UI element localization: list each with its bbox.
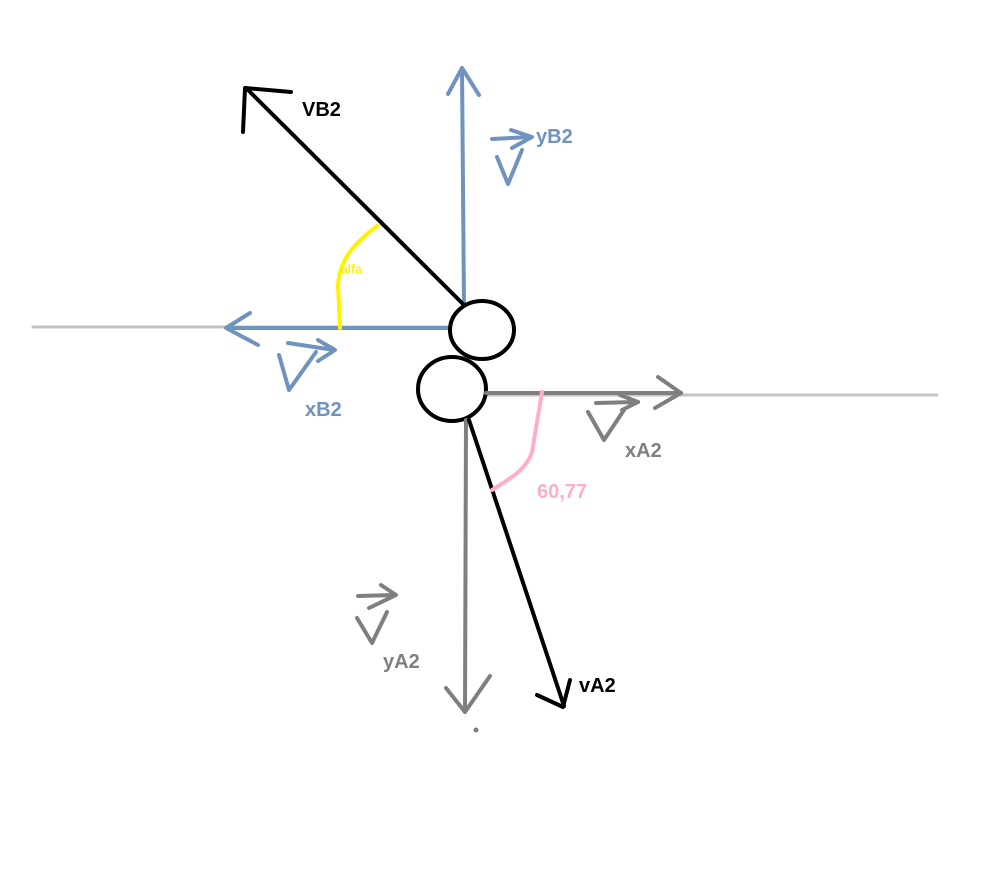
xa2-vector-arrow bbox=[484, 375, 683, 410]
xa2-label: xA2 bbox=[625, 440, 662, 462]
xb2-label: xB2 bbox=[305, 399, 342, 421]
yb2-label: yB2 bbox=[536, 126, 573, 148]
ya2-vector-arrow bbox=[444, 418, 492, 714]
va2-label: vA2 bbox=[579, 675, 616, 697]
alfa-label: alfa bbox=[341, 262, 362, 276]
stray-dot bbox=[473, 727, 479, 733]
ball-b bbox=[448, 299, 516, 361]
angle-value-label: 60,77 bbox=[537, 481, 587, 503]
yb2-vector-notation-icon bbox=[490, 128, 534, 186]
alfa-angle-arc bbox=[336, 224, 379, 330]
vb2-label: VB2 bbox=[302, 99, 341, 121]
ball-a bbox=[416, 355, 488, 423]
xa2-vector-notation-icon bbox=[586, 393, 640, 442]
va2-vector-arrow bbox=[467, 418, 572, 709]
angle-arc-pink bbox=[490, 390, 544, 492]
yb2-vector-arrow bbox=[446, 66, 481, 307]
vb2-vector-arrow bbox=[241, 86, 466, 307]
ya2-vector-notation-icon bbox=[355, 583, 398, 645]
xb2-vector-notation-icon bbox=[277, 338, 337, 392]
ya2-label: yA2 bbox=[383, 651, 420, 673]
